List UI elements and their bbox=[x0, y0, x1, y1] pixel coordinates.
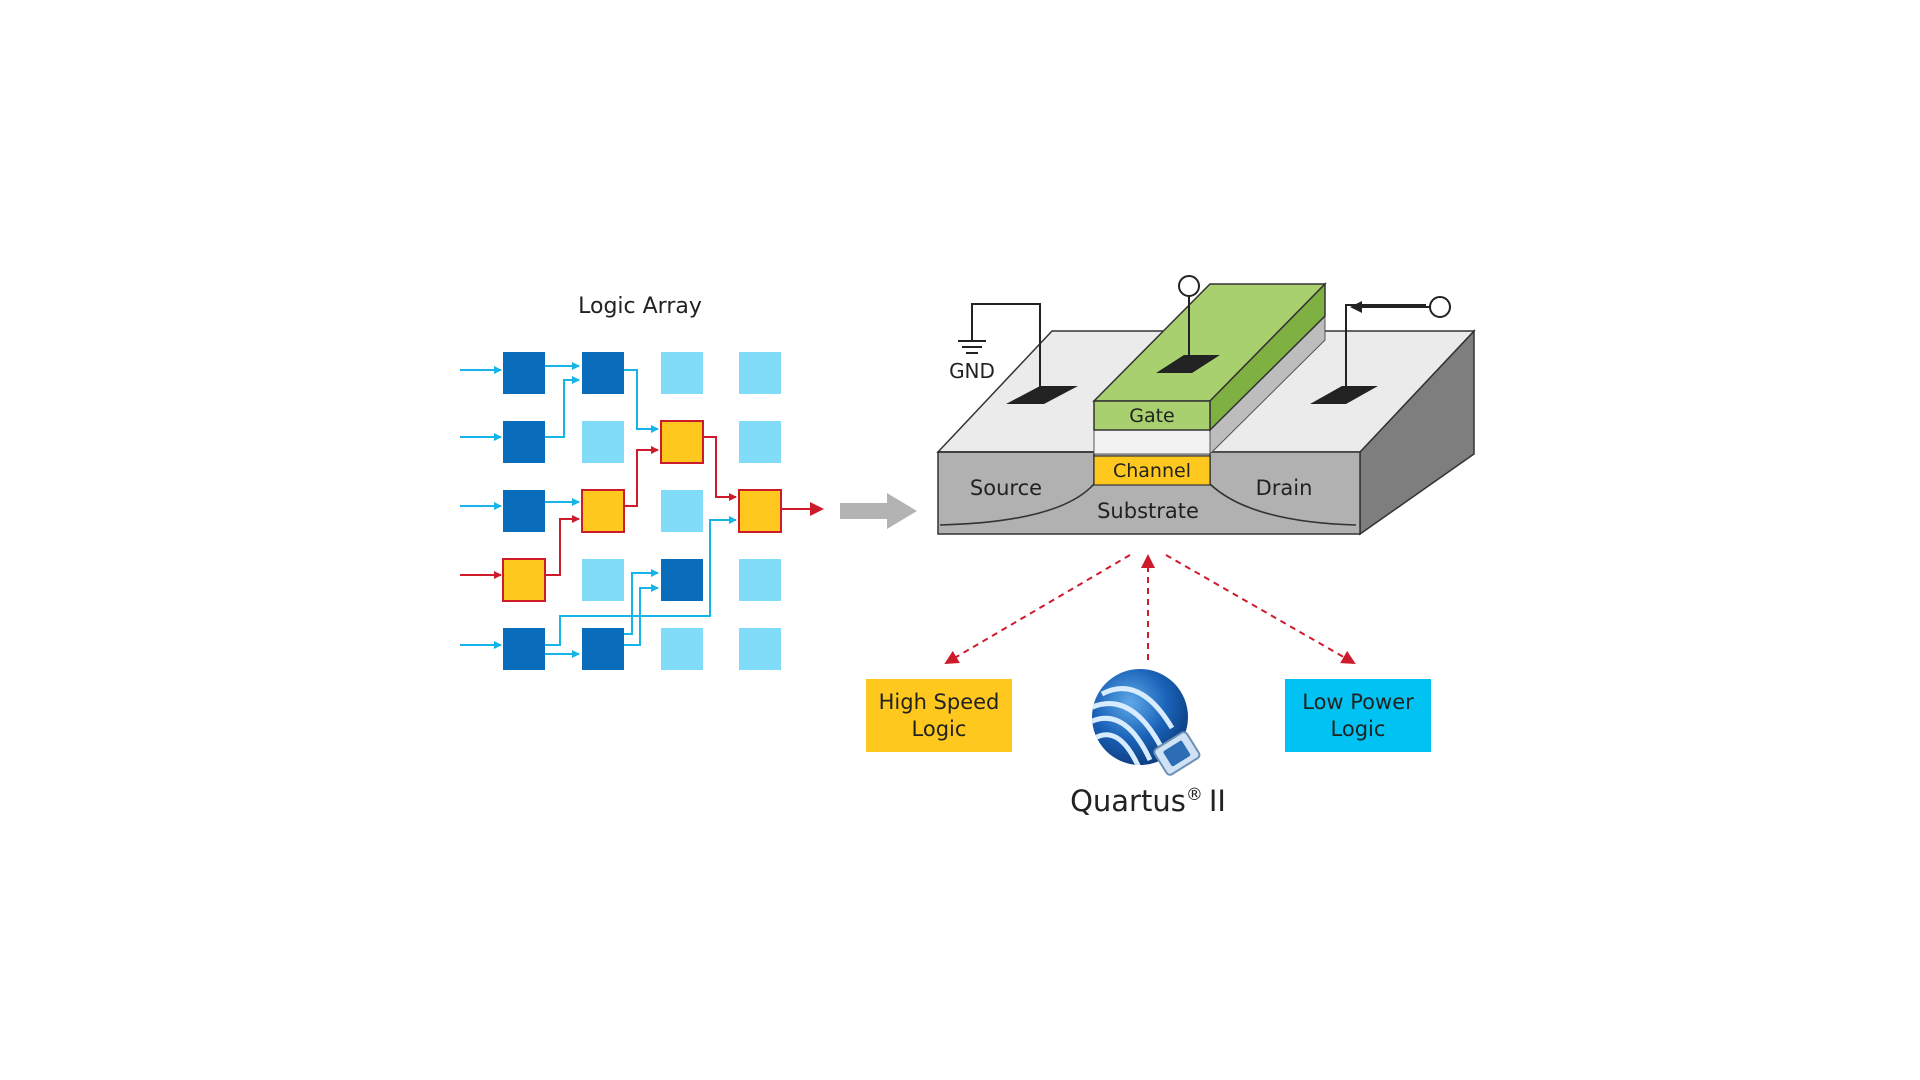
gate-label: Gate bbox=[1129, 405, 1175, 427]
logic-array-title: Logic Array bbox=[578, 294, 702, 319]
high-speed-label-line2: Logic bbox=[912, 717, 967, 741]
routing-wire bbox=[624, 569, 659, 635]
logic-block-unused bbox=[582, 421, 624, 463]
logic-array: Logic Array bbox=[460, 294, 824, 670]
source-contact bbox=[1006, 386, 1078, 404]
logic-array-wires bbox=[460, 362, 824, 658]
routing-wire bbox=[624, 584, 659, 646]
quartus-name: Quartus® II bbox=[1070, 784, 1226, 818]
gate-contact bbox=[1156, 355, 1220, 373]
gnd-wire bbox=[971, 303, 1041, 388]
logic-block-critical bbox=[502, 558, 546, 602]
drain-terminal-wire bbox=[1345, 304, 1426, 388]
logic-block-used bbox=[661, 559, 703, 601]
optimization-arrows bbox=[944, 554, 1356, 665]
high-speed-arrow bbox=[944, 554, 1131, 665]
flow-arrow bbox=[840, 493, 917, 529]
drain-terminal bbox=[1429, 296, 1451, 318]
logic-block-unused bbox=[739, 352, 781, 394]
logic-block-critical bbox=[738, 489, 782, 533]
quartus-name-text: Quartus bbox=[1070, 784, 1186, 818]
transistor: GND Gate Channel Source Drain Substrate bbox=[936, 275, 1476, 536]
logic-block-unused bbox=[661, 490, 703, 532]
low-power-logic-box: Low Power Logic bbox=[1285, 679, 1431, 752]
low-power-label-line1: Low Power bbox=[1302, 690, 1414, 714]
drain-region bbox=[1209, 452, 1357, 526]
logic-block-used bbox=[503, 490, 545, 532]
critical-path-wire bbox=[703, 436, 737, 501]
logic-block-critical bbox=[660, 420, 704, 464]
logic-block-unused bbox=[582, 559, 624, 601]
oxide-front bbox=[1093, 429, 1211, 455]
high-speed-logic-box: High Speed Logic bbox=[866, 679, 1012, 752]
logic-block-unused bbox=[739, 628, 781, 670]
quartus-version: II bbox=[1209, 784, 1226, 818]
logic-block-unused bbox=[661, 628, 703, 670]
source-label: Source bbox=[970, 476, 1042, 500]
drain-label: Drain bbox=[1256, 476, 1313, 500]
gate-terminal bbox=[1178, 275, 1200, 297]
routing-wire bbox=[545, 376, 580, 438]
quartus-registered-mark: ® bbox=[1186, 785, 1203, 805]
low-power-arrow bbox=[1165, 554, 1356, 664]
routing-wire bbox=[545, 516, 737, 646]
ground-icon bbox=[958, 340, 986, 354]
logic-block-critical bbox=[581, 489, 625, 533]
quartus-logo: Quartus® II bbox=[1070, 669, 1226, 818]
gnd-label: GND bbox=[949, 359, 995, 383]
substrate-label: Substrate bbox=[1097, 499, 1199, 523]
critical-path-wire bbox=[624, 446, 659, 507]
logic-block-unused bbox=[661, 352, 703, 394]
routing-wire bbox=[624, 369, 659, 433]
logic-block-unused bbox=[739, 559, 781, 601]
quartus-chip-icon bbox=[1153, 731, 1201, 776]
logic-block-used bbox=[582, 628, 624, 670]
logic-block-used bbox=[503, 628, 545, 670]
channel bbox=[1093, 455, 1211, 486]
logic-block-used bbox=[503, 352, 545, 394]
logic-block-unused bbox=[739, 421, 781, 463]
logic-array-blocks bbox=[502, 352, 782, 670]
logic-block-used bbox=[503, 421, 545, 463]
low-power-label-line2: Logic bbox=[1331, 717, 1386, 741]
logic-block-used bbox=[582, 352, 624, 394]
high-speed-label-line1: High Speed bbox=[879, 690, 1000, 714]
channel-label: Channel bbox=[1113, 460, 1191, 482]
gate-front bbox=[1093, 400, 1211, 431]
drain-contact bbox=[1310, 386, 1378, 404]
critical-path-wire bbox=[545, 515, 580, 576]
